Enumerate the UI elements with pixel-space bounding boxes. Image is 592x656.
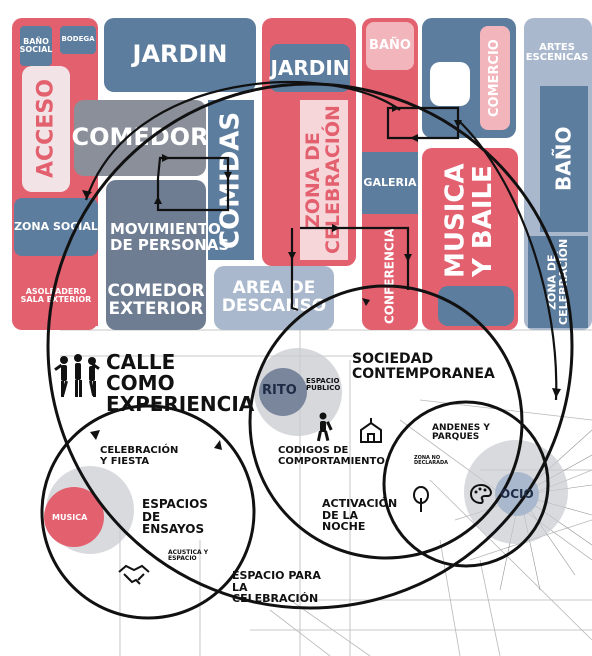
top-strip: [8, 0, 592, 14]
label-activacion-noche: ACTIVACIÓN DE LA NOCHE: [322, 497, 398, 534]
label-espacio-publico: ESPACIO PUBLICO: [306, 377, 341, 393]
zone-galeria: GALERIA: [362, 152, 418, 214]
comedor-block: [74, 100, 206, 176]
ocio-circle: [382, 400, 550, 568]
sociedad-circle: [248, 284, 524, 560]
walking-person-icon: [316, 412, 333, 442]
label-sociedad-contemporanea: SOCIEDAD CONTEMPORANEA: [352, 351, 495, 382]
label-codigos-comportamiento: CODIGOS DE COMPORTAMIENTO: [278, 445, 385, 467]
label-movimiento-personas: MOVIMIENTO DE PERSONAS: [110, 220, 230, 254]
church-icon: [360, 418, 382, 443]
label-espacio-celebracion: ESPACIO PARA LA CELEBRACIÓN: [232, 569, 321, 606]
label-musica: MUSICA: [52, 513, 88, 522]
flow-loop-1: [156, 156, 230, 212]
zone-zona-social: ZONA SOCIAL: [14, 198, 98, 256]
zone-comedor-exterior: COMEDOR EXTERIOR: [107, 281, 205, 319]
label-zona-no-declarada: ZONA NO DECLARADA: [414, 455, 449, 467]
zone-jardin-left: JARDIN: [104, 18, 256, 92]
people-dancing-icon: [54, 354, 100, 397]
handshake-icon: [118, 564, 150, 585]
musica-inner-disc: [44, 487, 104, 547]
label-rito: RITO: [262, 383, 297, 398]
celebracion-circle: [40, 404, 256, 620]
label-calle-como-experiencia: CALLE COMO EXPERIENCIA: [106, 350, 255, 416]
label-ocio: OCIO: [500, 487, 534, 501]
zone-bano-top: BAÑO: [366, 22, 414, 70]
comercio-white-box: [430, 62, 470, 106]
label-espacios-ensayos: ESPACIOS DE ENSAYOS: [142, 497, 208, 537]
rito-inner-disc: [259, 368, 307, 416]
zone-area-descanso: AREA DE DESCANSO: [214, 266, 334, 330]
label-celebracion-fiesta: CELEBRACIÓN Y FIESTA: [100, 445, 179, 467]
zone-bodega: BODEGA: [60, 26, 96, 54]
label-acustica-espacio: ACUSTICA Y ESPACIO: [168, 549, 209, 563]
palette-icon: [470, 484, 492, 504]
tree-icon: [413, 486, 429, 512]
zone-bano-social: BAÑO SOCIAL: [20, 26, 52, 66]
movimiento-block: [106, 180, 206, 330]
flow-arc-top: [84, 81, 401, 201]
flow-loop-2: [290, 228, 299, 312]
label-andenes-parques: ANDENES Y PARQUES: [432, 423, 490, 443]
flow-arc-right: [457, 119, 558, 401]
zone-artes-escenicas: ARTES ESCENICAS: [525, 41, 589, 63]
flow-loop-3: [300, 226, 410, 290]
calle-circle-outer: [46, 82, 574, 610]
